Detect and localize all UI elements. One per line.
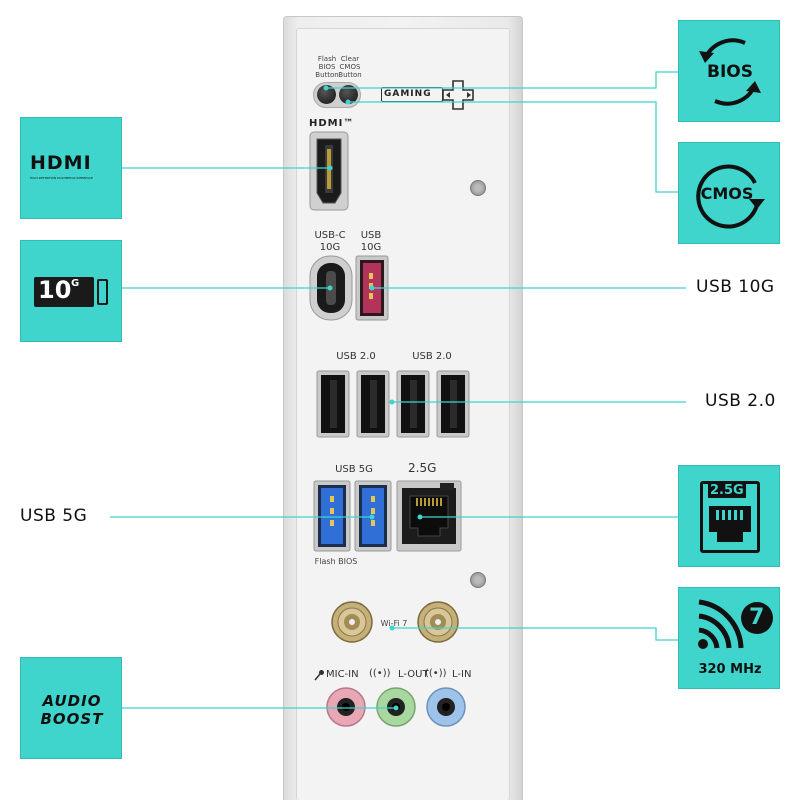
clear-cmos-button-knob[interactable]	[339, 85, 358, 104]
flash-bios-button-knob[interactable]	[317, 85, 336, 104]
ten-g-big: 10	[38, 276, 72, 304]
ten-g-sup: G	[71, 278, 80, 289]
bios-text: BIOS	[707, 62, 753, 82]
bios-badge: BIOS	[678, 20, 780, 122]
panel-screw	[470, 180, 486, 196]
speaker-out-icon: ((•))	[369, 668, 391, 679]
wifi-signal-icon	[698, 599, 773, 649]
wifi7-badge: 7 320 MHz	[678, 587, 780, 689]
mic-in-jack[interactable]	[325, 686, 367, 728]
l-in-label: L-IN	[452, 669, 472, 680]
mic-icon	[314, 670, 324, 681]
gaming-logo-text: GAMING	[384, 89, 432, 99]
wifi7-number: 7	[749, 605, 765, 630]
usb5g-port-2[interactable]	[354, 480, 392, 552]
mic-in-label: MIC-IN	[326, 669, 359, 680]
callout-line-bios	[326, 71, 678, 89]
dpad-icon	[442, 80, 474, 110]
callout-line-wifi	[392, 627, 678, 641]
hdmi-badge: HDMI HIGH-DEFINITION MULTIMEDIA INTERFAC…	[20, 117, 122, 219]
usb20-port-1[interactable]	[316, 370, 350, 438]
cmos-badge: CMOS	[678, 142, 780, 244]
refresh-arrows-icon	[699, 38, 761, 106]
ten-g-chip	[34, 277, 94, 307]
audio-boost-line1: AUDIO	[42, 692, 102, 710]
l-out-label: L-OUT	[398, 669, 429, 680]
flash-bios-port-label: Flash BIOS	[314, 557, 358, 566]
ethernet-icon	[709, 506, 751, 542]
hdmi-port-label: HDMI™	[309, 118, 355, 129]
speaker-in-icon: ((•))	[425, 668, 447, 679]
cmos-text: CMOS	[700, 184, 754, 203]
usb20-callout: USB 2.0	[705, 391, 776, 411]
usb5g-callout: USB 5G	[20, 506, 88, 526]
hdmi-logo: HDMI	[30, 152, 92, 174]
audio-boost-badge: AUDIO BOOST	[20, 657, 122, 759]
usb5g-port-1[interactable]	[313, 480, 351, 552]
usb20-port-2[interactable]	[356, 370, 390, 438]
lan-port-label: 2.5G	[408, 461, 437, 475]
wifi-antenna-connector-1[interactable]	[330, 600, 374, 644]
lan-port[interactable]	[396, 480, 462, 552]
usb20-left-label: USB 2.0	[336, 351, 376, 362]
hdmi-logo-sub: HIGH-DEFINITION MULTIMEDIA INTERFACE	[30, 176, 93, 180]
l-in-jack[interactable]	[425, 686, 467, 728]
ten-g-badge: 10 G	[20, 240, 122, 342]
panel-screw-2	[470, 572, 486, 588]
usb5g-port-label: USB 5G	[335, 464, 373, 475]
usb10g-callout: USB 10G	[696, 277, 775, 297]
usb20-port-4[interactable]	[436, 370, 470, 438]
wifi-label: Wi-Fi 7	[380, 619, 408, 628]
usb-plug-icon	[97, 279, 108, 305]
lan-speed-text: 2.5G	[708, 483, 746, 498]
audio-boost-line2: BOOST	[40, 710, 104, 728]
wifi7-band: 320 MHz	[698, 662, 762, 677]
usb20-port-3[interactable]	[396, 370, 430, 438]
wifi-antenna-connector-2[interactable]	[416, 600, 460, 644]
reset-arrow-icon	[696, 164, 765, 229]
lan-badge: 2.5G	[678, 465, 780, 567]
callout-line-cmos	[348, 101, 678, 193]
lan-speed-box	[700, 481, 760, 553]
usb20-right-label: USB 2.0	[412, 351, 452, 362]
